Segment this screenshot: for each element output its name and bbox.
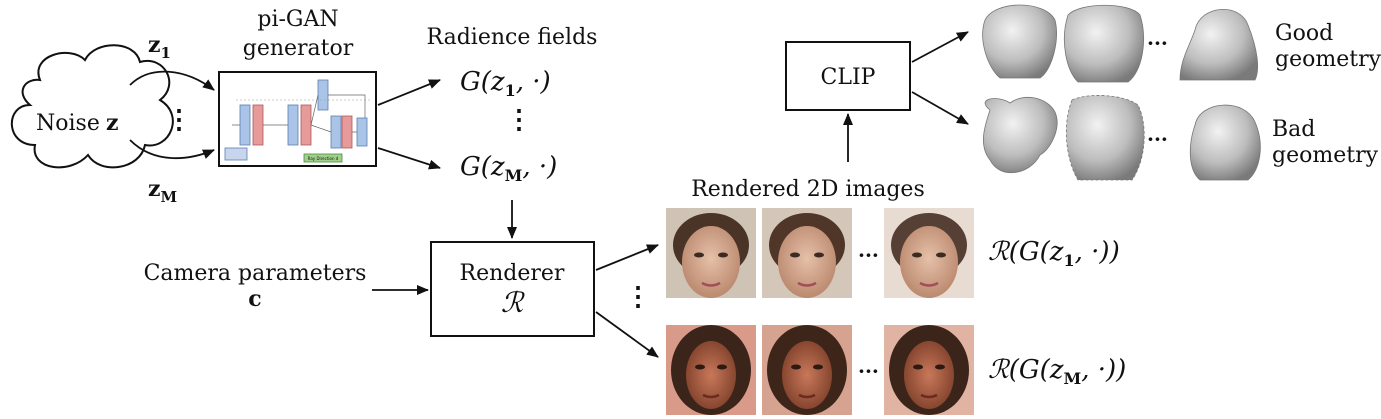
- rendered-dots: ⋮: [625, 282, 651, 312]
- face-row-M-ellipsis: ···: [858, 359, 879, 383]
- mesh-good: [1179, 9, 1259, 81]
- generator-subtitle: generator: [243, 36, 354, 61]
- noise-cloud: Noise z: [10, 44, 174, 169]
- radiance-g1: G(z1, ·): [460, 67, 551, 100]
- mesh-bad: [1065, 95, 1145, 181]
- face-row-M: ···: [666, 325, 974, 415]
- camera-var: c: [248, 286, 261, 312]
- rM-label: ℛ(G(zM, ·)): [988, 355, 1126, 388]
- bad-geometry-row: ···: [983, 95, 1261, 181]
- arrow-gen-to-g1: [377, 79, 441, 106]
- good-geometry-row: ···: [982, 4, 1259, 83]
- arrow-z1: [129, 70, 215, 91]
- face-image: [762, 208, 852, 298]
- renderer-symbol: ℛ: [501, 286, 525, 319]
- camera-label: Camera parameters: [144, 261, 367, 286]
- rendered-title: Rendered 2D images: [691, 177, 925, 202]
- clip-label: CLIP: [821, 65, 876, 90]
- arrow-gen-to-gM: [377, 147, 441, 170]
- bad-label-1: Bad: [1272, 117, 1315, 142]
- mesh-bad: [983, 96, 1058, 174]
- bad-label-2: geometry: [1272, 143, 1379, 168]
- z1-label: z1: [148, 32, 171, 62]
- good-ellipsis: ···: [1147, 31, 1168, 55]
- noise-label: Noise: [36, 111, 100, 136]
- noise-dots: ⋮: [166, 105, 192, 135]
- face-row-1-ellipsis: ···: [858, 243, 879, 267]
- clip-box: CLIP: [785, 41, 911, 111]
- generator-box: Ray Direction d: [218, 71, 377, 167]
- radiance-title: Radience fields: [427, 25, 598, 50]
- face-image: [762, 325, 852, 415]
- radiance-dots: ⋮: [506, 105, 532, 135]
- bad-ellipsis: ···: [1147, 127, 1168, 151]
- arrow-clip-to-good: [911, 31, 969, 63]
- mesh-good: [982, 4, 1057, 79]
- face-image: [884, 325, 974, 415]
- r1-label: ℛ(G(z1, ·)): [988, 237, 1120, 270]
- renderer-label: Renderer: [460, 261, 565, 286]
- arrow-clip-to-bad: [911, 91, 969, 125]
- generator-title: pi-GAN: [257, 7, 338, 32]
- noise-var: z: [106, 110, 119, 136]
- zM-label: zM: [148, 176, 177, 206]
- good-label-1: Good: [1275, 21, 1333, 46]
- mesh-bad: [1189, 104, 1261, 181]
- ray-direction-label: Ray Direction d: [308, 156, 339, 161]
- radiance-gM: G(zM, ·): [460, 152, 557, 185]
- arrow-renderer-to-r1: [595, 244, 659, 271]
- arrow-zM: [129, 139, 215, 160]
- renderer-box: Renderer ℛ: [430, 241, 595, 337]
- face-image: [666, 208, 756, 298]
- face-row-1: ···: [666, 208, 974, 298]
- face-image: [666, 325, 756, 415]
- mesh-good: [1063, 4, 1144, 83]
- arrow-renderer-to-rM: [595, 311, 659, 358]
- good-label-2: geometry: [1275, 47, 1381, 72]
- face-image: [884, 208, 974, 298]
